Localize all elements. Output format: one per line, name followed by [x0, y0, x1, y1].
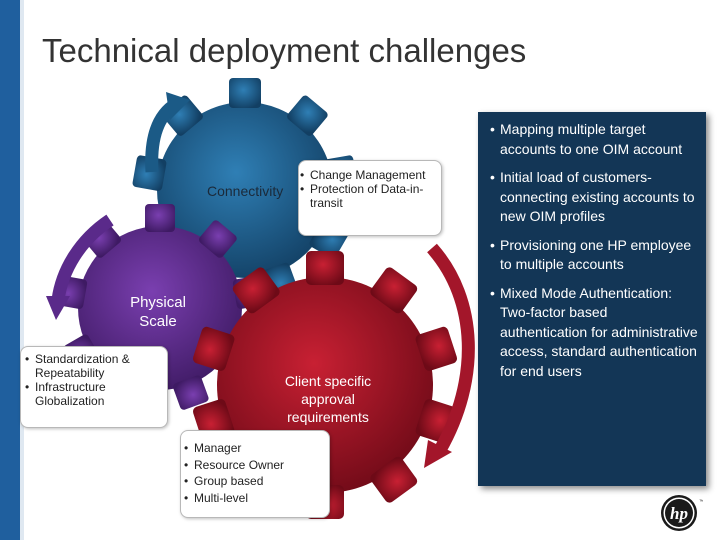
connectivity-bullet: Change Management	[299, 168, 441, 182]
panel-bullet: Provisioning one HP employee to multiple…	[490, 236, 698, 275]
client-specific-bullet: Manager	[183, 440, 329, 457]
blue-arc-arrow	[145, 92, 190, 173]
client-specific-label: Client specific approval requirements	[268, 372, 388, 426]
physical-scale-callout: Standardization & Repeatability Infrastr…	[20, 346, 168, 428]
client-specific-bullet: Resource Owner	[183, 457, 329, 474]
challenges-panel: Mapping multiple target accounts to one …	[478, 112, 706, 486]
client-specific-label-line: approval	[301, 391, 355, 407]
panel-bullet: Mixed Mode Authentication: Two-factor ba…	[490, 284, 698, 382]
client-specific-label-line: Client specific	[284, 373, 372, 389]
red-arc-arrow	[424, 243, 475, 468]
physical-scale-bullet: Standardization & Repeatability	[24, 352, 167, 380]
client-specific-bullet: Multi-level	[183, 490, 329, 507]
hp-logo-icon: hp ™	[661, 495, 703, 531]
connectivity-label: Connectivity	[207, 183, 284, 199]
hp-logo-text: hp	[670, 504, 688, 523]
panel-bullet: Mapping multiple target accounts to one …	[490, 120, 698, 159]
slide-title: Technical deployment challenges	[42, 32, 527, 69]
physical-scale-label-line: Physical	[130, 294, 186, 311]
svg-text:™: ™	[699, 499, 703, 505]
physical-scale-bullet: Infrastructure Globalization	[24, 380, 167, 408]
client-specific-bullet: Group based	[183, 473, 329, 490]
connectivity-bullet: Protection of Data-in-transit	[299, 182, 441, 210]
side-accent-bar	[0, 0, 20, 540]
side-accent-strip	[20, 0, 24, 540]
panel-bullet: Initial load of customers-connecting exi…	[490, 168, 698, 227]
physical-scale-label-line: Scale	[139, 313, 177, 330]
client-specific-label-line: requirements	[287, 409, 369, 425]
client-specific-callout: Manager Resource Owner Group based Multi…	[180, 430, 330, 518]
connectivity-callout: Change Management Protection of Data-in-…	[298, 160, 442, 236]
purple-arc-arrow	[46, 214, 114, 320]
physical-scale-label: Physical Scale	[118, 293, 198, 331]
